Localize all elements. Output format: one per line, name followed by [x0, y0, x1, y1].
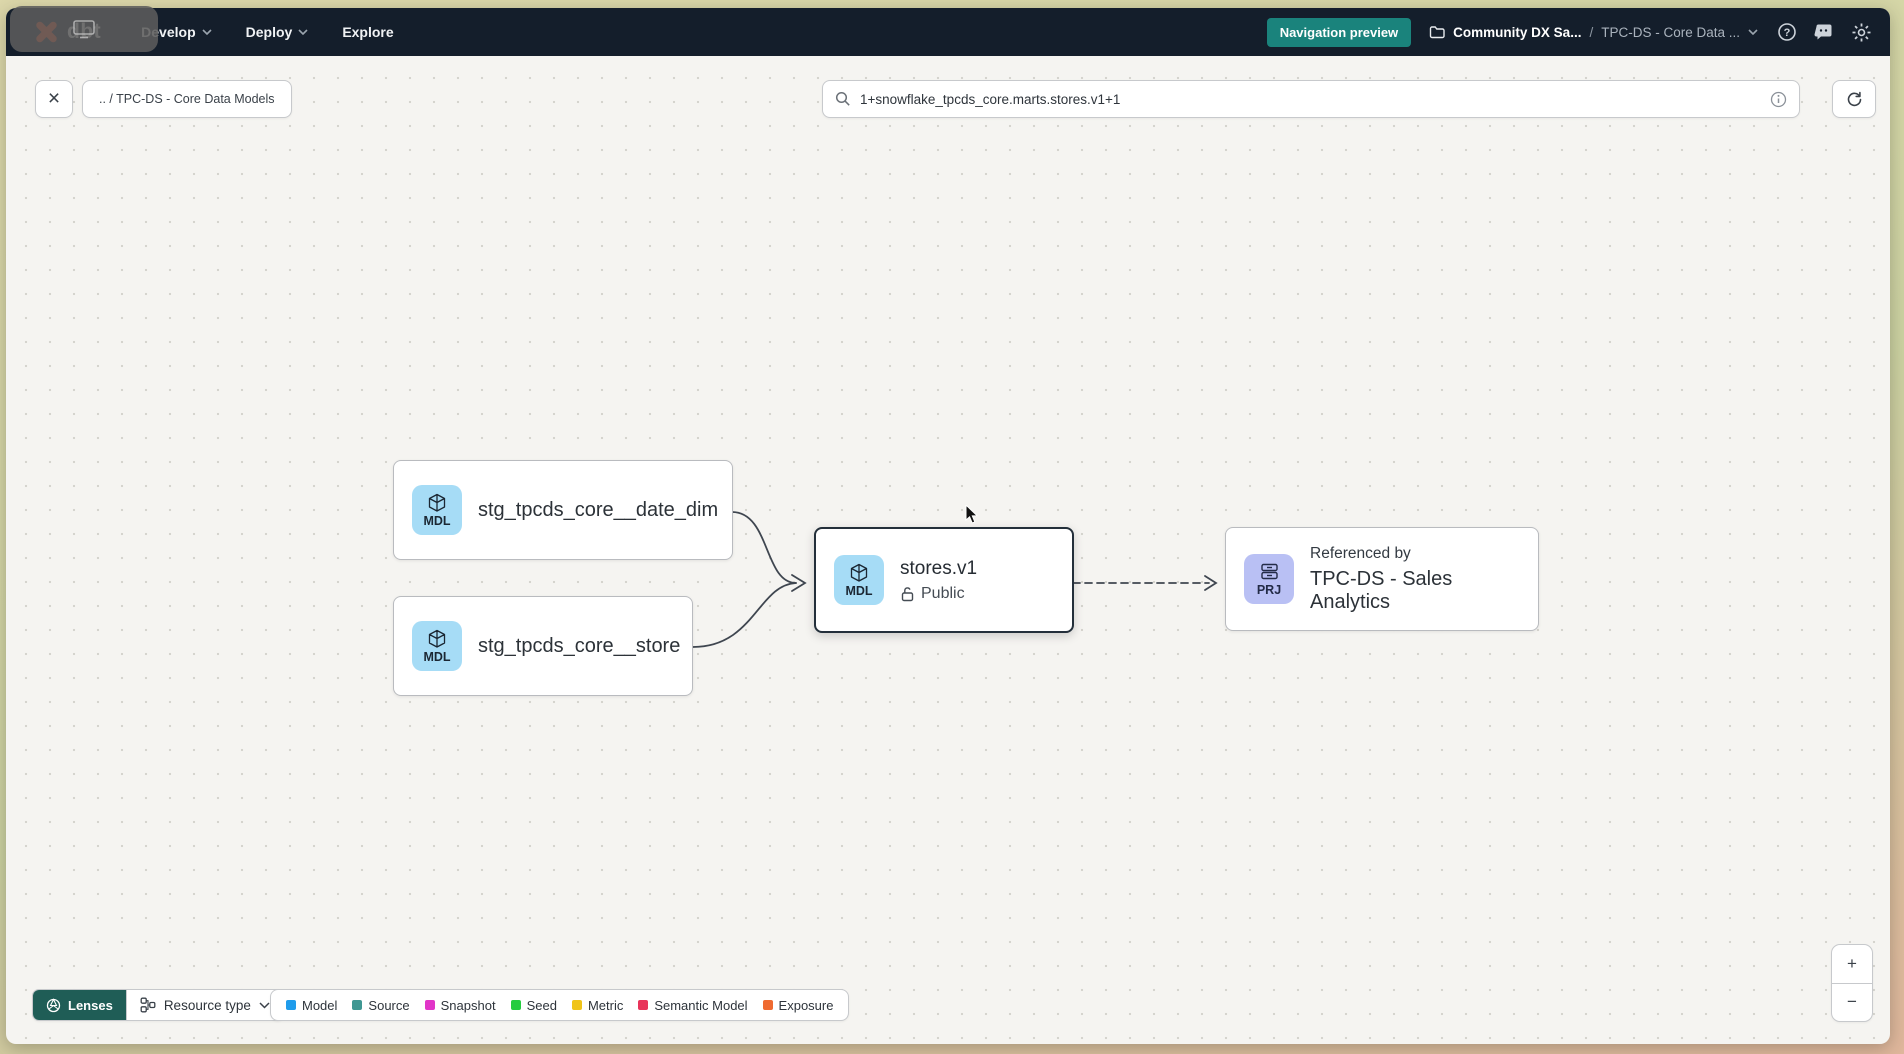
badge-label: PRJ — [1256, 582, 1282, 597]
node-label: TPC-DS - Sales Analytics — [1310, 567, 1453, 613]
node-stores-v1[interactable]: MDL stores.v1 Public — [814, 527, 1074, 633]
legend-item-metric: Metric — [571, 998, 623, 1013]
search-icon — [835, 91, 850, 106]
model-badge: MDL — [834, 555, 884, 605]
archive-icon — [1260, 563, 1278, 579]
breadcrumb-separator: / — [1589, 24, 1594, 40]
close-lineage-button[interactable]: × — [35, 80, 73, 118]
lenses-button[interactable]: Lenses — [33, 990, 126, 1020]
lenses-label: Lenses — [68, 997, 113, 1013]
breadcrumb-project[interactable]: TPC-DS - Core Data ... — [1601, 24, 1740, 40]
resource-type-dropdown[interactable]: Resource type — [125, 990, 283, 1020]
search-input[interactable] — [860, 91, 1761, 107]
legend-item-source: Source — [352, 998, 410, 1013]
chevron-down-icon — [298, 29, 308, 35]
view-controls: Lenses Resource type — [32, 989, 284, 1021]
legend-swatch — [510, 1000, 521, 1010]
breadcrumb[interactable]: Community DX Sa... / TPC-DS - Core Data … — [1429, 25, 1758, 40]
node-access: Public — [900, 585, 977, 603]
legend-item-semantic-model: Semantic Model — [638, 998, 748, 1013]
cube-icon — [428, 493, 446, 512]
top-nav: dbt Develop Deploy Explore Navigation pr… — [6, 8, 1890, 56]
nav-item-explore[interactable]: Explore — [342, 24, 393, 40]
lineage-breadcrumb-chip[interactable]: .. / TPC-DS - Core Data Models — [82, 80, 292, 118]
resource-type-icon — [140, 997, 156, 1013]
legend-item-model: Model — [286, 998, 337, 1013]
legend-item-seed: Seed — [510, 998, 557, 1013]
legend-swatch — [762, 1000, 773, 1010]
zoom-out-button[interactable]: − — [1847, 992, 1857, 1012]
navigation-preview-badge[interactable]: Navigation preview — [1266, 17, 1412, 47]
resource-type-legend: Model Source Snapshot Seed Metric Semant… — [270, 989, 850, 1021]
node-stg-tpcds-core-date-dim[interactable]: MDL stg_tpcds_core__date_dim — [393, 460, 733, 560]
legend-swatch — [571, 1000, 582, 1010]
feedback-icon[interactable] — [1813, 21, 1835, 43]
refresh-button[interactable] — [1832, 80, 1876, 118]
badge-label: MDL — [845, 583, 873, 598]
zoom-controls: + − — [1831, 944, 1873, 1022]
node-stg-tpcds-core-store[interactable]: MDL stg_tpcds_core__store — [393, 596, 693, 696]
display-icon — [73, 20, 95, 39]
chevron-down-icon — [259, 1001, 270, 1009]
legend-swatch — [424, 1000, 435, 1010]
lens-icon — [46, 997, 61, 1012]
screen-share-indicator — [10, 6, 158, 52]
lineage-search — [822, 80, 1800, 118]
access-label: Public — [921, 584, 965, 602]
legend-item-exposure: Exposure — [762, 998, 833, 1013]
node-referenced-project[interactable]: PRJ Referenced by TPC-DS - Sales Analyti… — [1225, 527, 1539, 631]
legend-swatch — [352, 1000, 363, 1010]
breadcrumb-account[interactable]: Community DX Sa... — [1453, 24, 1582, 40]
badge-label: MDL — [423, 649, 451, 664]
resource-type-label: Resource type — [163, 997, 251, 1013]
node-label: stg_tpcds_core__date_dim — [478, 498, 719, 521]
nav-right: Navigation preview Community DX Sa... / … — [1266, 17, 1872, 47]
help-icon[interactable]: ? — [1776, 21, 1798, 43]
model-badge: MDL — [412, 621, 462, 671]
app-window: dbt Develop Deploy Explore Navigation pr… — [6, 8, 1890, 1044]
refresh-icon — [1847, 91, 1861, 106]
model-badge: MDL — [412, 485, 462, 535]
project-badge: PRJ — [1244, 554, 1294, 604]
badge-label: MDL — [423, 513, 451, 528]
node-label: stores.v1 — [900, 557, 978, 579]
info-icon[interactable] — [1770, 91, 1787, 108]
nav-item-deploy[interactable]: Deploy — [246, 24, 309, 40]
folder-icon — [1429, 26, 1445, 39]
cube-icon — [850, 563, 868, 582]
zoom-in-button[interactable]: + — [1832, 945, 1872, 984]
nav-item-label: Explore — [342, 24, 394, 40]
node-eyebrow: Referenced by — [1310, 544, 1411, 562]
legend-swatch — [638, 1000, 649, 1010]
chevron-down-icon[interactable] — [1748, 29, 1758, 35]
nav-menu: Develop Deploy Explore — [141, 24, 394, 40]
node-label: stg_tpcds_core__store — [478, 634, 681, 657]
chevron-down-icon — [202, 29, 212, 35]
svg-text:?: ? — [1784, 27, 1791, 39]
legend-item-snapshot: Snapshot — [424, 998, 496, 1013]
cube-icon — [428, 629, 446, 648]
nav-item-label: Deploy — [245, 24, 293, 40]
legend-swatch — [286, 1000, 296, 1010]
settings-gear-icon[interactable] — [1850, 21, 1872, 43]
unlock-icon — [901, 586, 914, 601]
nav-icons: ? — [1776, 21, 1872, 43]
